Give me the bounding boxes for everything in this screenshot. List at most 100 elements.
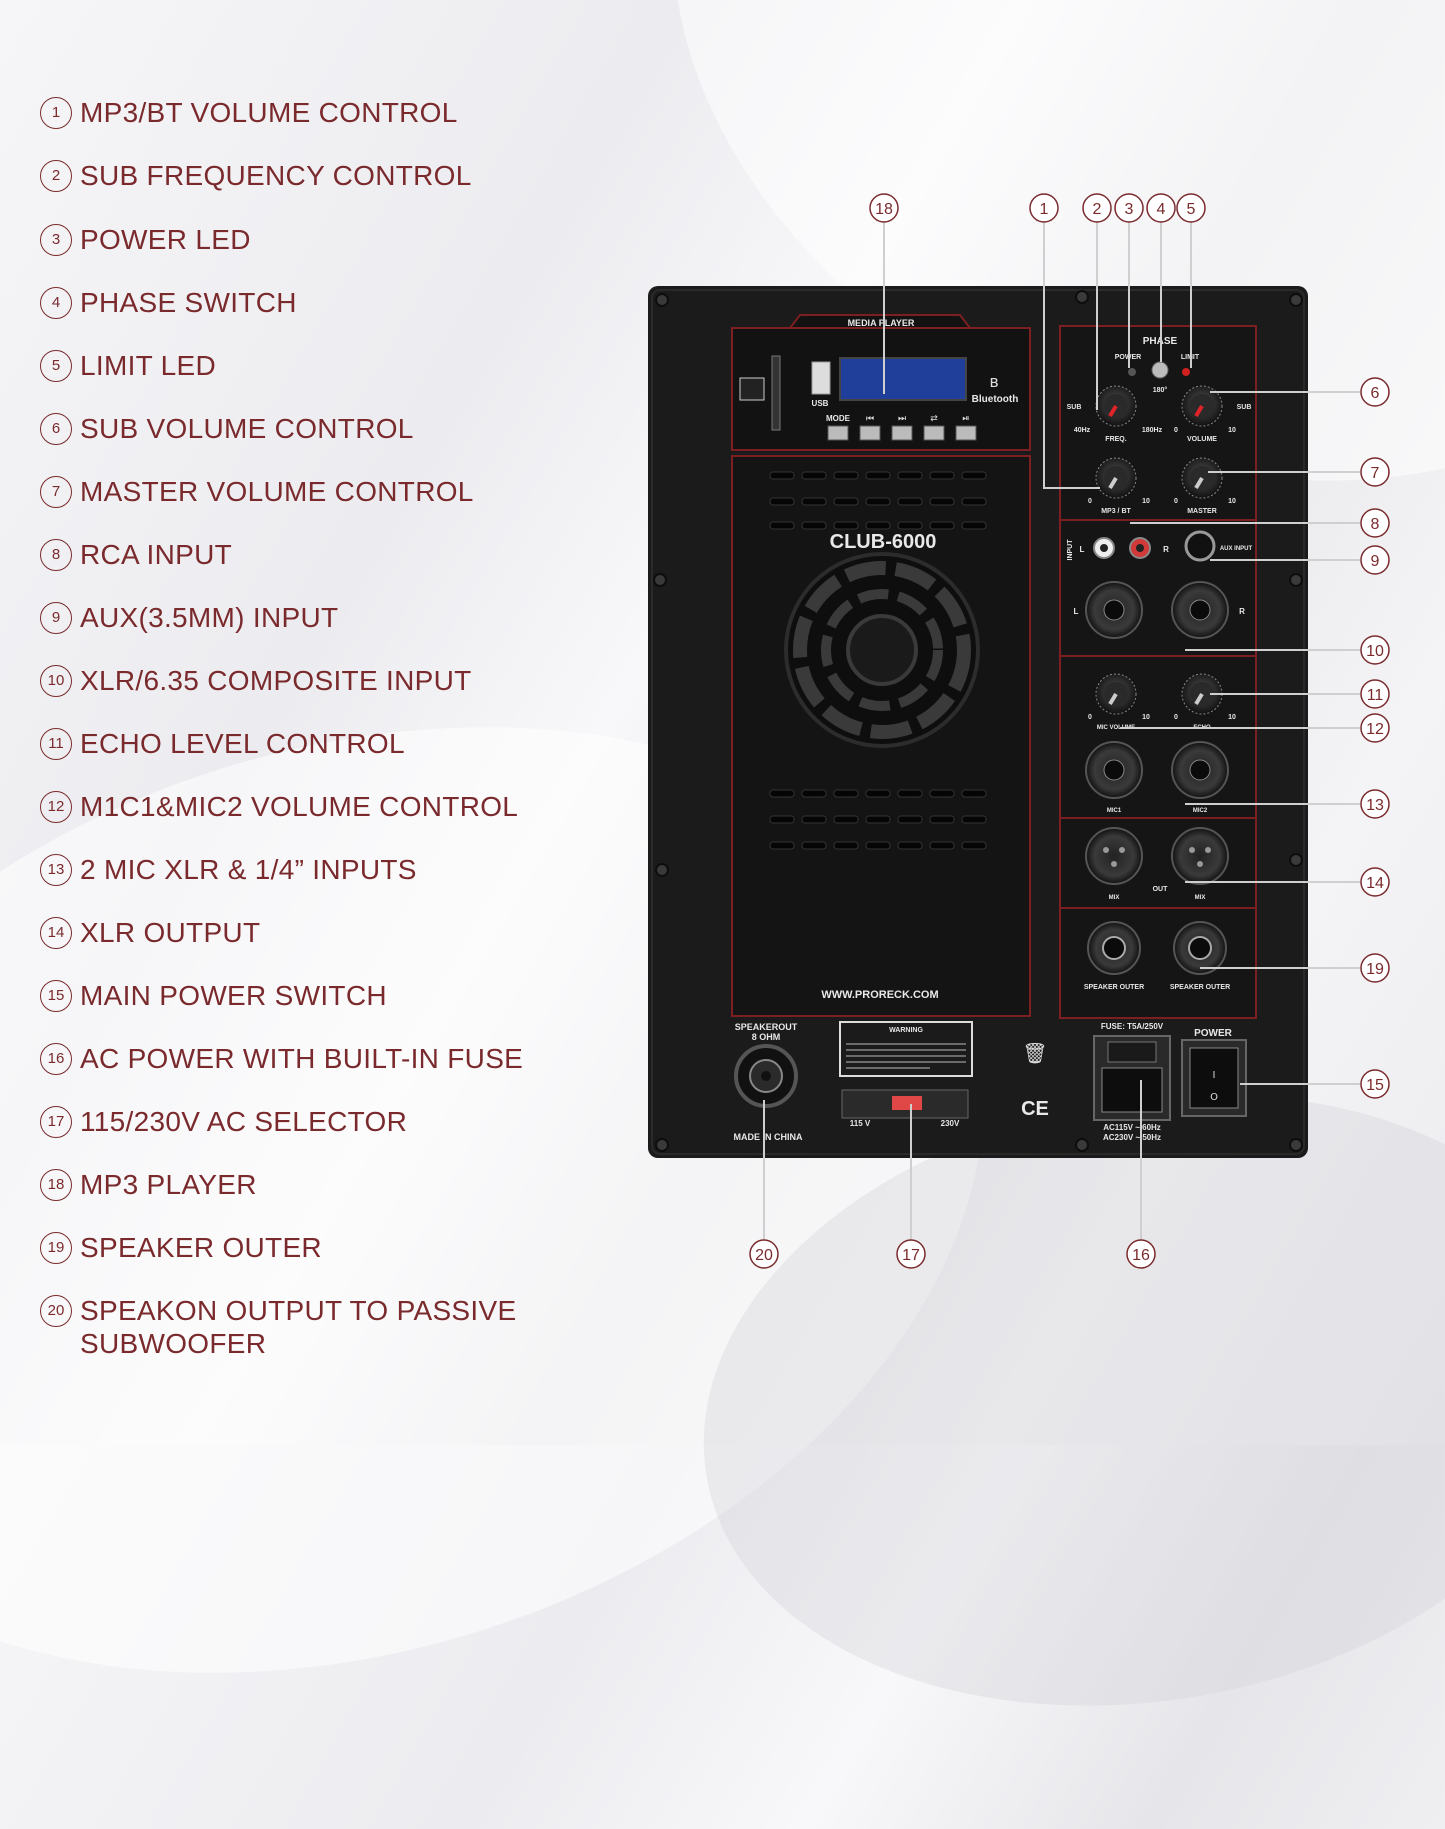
usb-b-port[interactable]: [739, 377, 765, 401]
xlr-output-left[interactable]: [1085, 827, 1143, 885]
rca-left-jack-center: [1100, 544, 1108, 552]
vent-slot: [865, 497, 891, 506]
callout-10: 10: [1360, 635, 1390, 665]
usb-port[interactable]: [811, 361, 831, 395]
legend-label: PHASE SWITCH: [80, 287, 297, 318]
speakon-output[interactable]: [734, 1044, 798, 1108]
vent-slot: [801, 789, 827, 798]
sub-volume-max-label: 10: [1228, 427, 1236, 434]
vent-slot: [833, 789, 859, 798]
svg-text:5: 5: [1187, 201, 1196, 218]
main-power-switch[interactable]: [1189, 1047, 1239, 1109]
mix-left-label: MIX: [1109, 895, 1120, 901]
play-pause-button[interactable]: [955, 425, 977, 441]
ohm-label: 8 OHM: [752, 1032, 781, 1042]
xlr-output-right[interactable]: [1171, 827, 1229, 885]
prev-icon: ⏮: [866, 414, 874, 424]
callout-1: 1: [1029, 193, 1059, 223]
vent-slot: [961, 497, 987, 506]
freq-low-label: 40Hz: [1074, 427, 1091, 434]
vent-slot: [865, 521, 891, 530]
legend-number: 19: [40, 1232, 72, 1264]
callout-8: 8: [1360, 508, 1390, 538]
rca-r-label: R: [1163, 545, 1169, 554]
callout-11: 11: [1360, 679, 1390, 709]
lcd-display: [839, 357, 967, 401]
combo-input-left[interactable]: [1085, 581, 1143, 639]
vent-slot: [801, 841, 827, 850]
mic2-label: MIC2: [1193, 808, 1208, 814]
svg-text:16: 16: [1132, 1247, 1150, 1264]
repeat-button[interactable]: [923, 425, 945, 441]
v115-label: 115 V: [850, 1119, 871, 1128]
mp3bt-max-label: 10: [1142, 498, 1150, 505]
mic-volume-knob[interactable]: [1095, 673, 1137, 715]
mp3-bt-volume-knob[interactable]: [1095, 457, 1137, 499]
echo-min-label: 0: [1174, 714, 1178, 721]
bluetooth-icon: ʙ: [989, 372, 998, 391]
media-player-tab: [787, 314, 973, 329]
legend-label: MP3 PLAYER: [80, 1169, 257, 1200]
prev-button[interactable]: [859, 425, 881, 441]
mp3bt-min-label: 0: [1088, 498, 1092, 505]
callout-17: 17: [896, 1239, 926, 1269]
callout-5: 5: [1176, 193, 1206, 223]
play-pause-icon: ⏯: [962, 414, 969, 424]
bluetooth-label: Bluetooth: [972, 394, 1019, 405]
legend-label: MP3/BT VOLUME CONTROL: [80, 97, 458, 128]
voltage-selector-switch[interactable]: [892, 1096, 922, 1110]
legend-number: 20: [40, 1295, 72, 1327]
svg-text:12: 12: [1366, 721, 1384, 738]
vent-slot: [833, 471, 859, 480]
freq-label: FREQ.: [1105, 436, 1126, 443]
mic2-input[interactable]: [1171, 741, 1229, 799]
vent-slot: [769, 521, 795, 530]
svg-text:15: 15: [1366, 1077, 1384, 1094]
callout-2: 2: [1082, 193, 1112, 223]
callout-6: 6: [1360, 377, 1390, 407]
legend-number: 2: [40, 160, 72, 192]
legend-number: 17: [40, 1106, 72, 1138]
mode-button[interactable]: [827, 425, 849, 441]
legend-number: 9: [40, 602, 72, 634]
sub-frequency-knob[interactable]: [1095, 385, 1137, 427]
ac-power-inlet[interactable]: [1101, 1067, 1163, 1113]
vent-slot: [929, 789, 955, 798]
vent-slot: [769, 815, 795, 824]
vent-slot: [865, 471, 891, 480]
volume-label: VOLUME: [1187, 436, 1217, 443]
echo-max-label: 10: [1228, 714, 1236, 721]
legend-label: MAIN POWER SWITCH: [80, 980, 387, 1011]
sd-slot[interactable]: [771, 355, 781, 431]
speaker-outer-right-label: SPEAKER OUTER: [1170, 984, 1230, 991]
vent-slot: [833, 521, 859, 530]
legend-number: 4: [40, 287, 72, 319]
phase-switch[interactable]: [1151, 361, 1169, 379]
master-volume-knob[interactable]: [1181, 457, 1223, 499]
speaker-outer-right[interactable]: [1173, 921, 1227, 975]
svg-text:1: 1: [1040, 201, 1049, 218]
legend-label: AUX(3.5MM) INPUT: [80, 602, 339, 633]
fuse-drawer[interactable]: [1107, 1041, 1157, 1063]
svg-text:8: 8: [1371, 516, 1380, 533]
combo-input-right[interactable]: [1171, 581, 1229, 639]
next-button[interactable]: [891, 425, 913, 441]
ac115-label: AC115V ~ 60Hz: [1103, 1123, 1161, 1132]
speaker-outer-left[interactable]: [1087, 921, 1141, 975]
media-buttons[interactable]: [827, 425, 977, 441]
sub-volume-knob[interactable]: [1181, 385, 1223, 427]
svg-text:11: 11: [1367, 687, 1384, 704]
aux-input-jack[interactable]: [1184, 530, 1216, 562]
speaker-outer-left-label: SPEAKER OUTER: [1084, 984, 1144, 991]
vent-slot: [961, 471, 987, 480]
mic1-input[interactable]: [1085, 741, 1143, 799]
fuse-label: FUSE: T5A/250V: [1101, 1022, 1164, 1031]
vent-slot: [929, 521, 955, 530]
svg-text:3: 3: [1125, 201, 1134, 218]
mic-volume-min-label: 0: [1088, 714, 1092, 721]
